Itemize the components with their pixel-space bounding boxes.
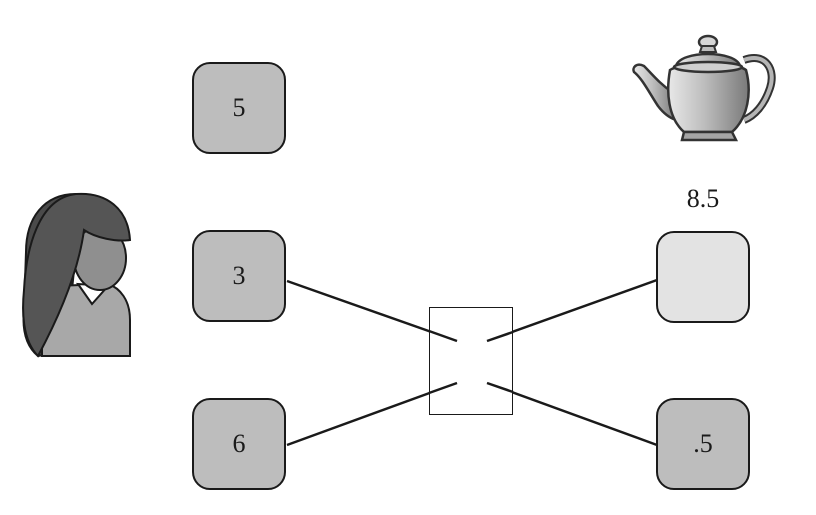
line-bottom-right — [486, 381, 658, 447]
center-square — [429, 307, 513, 415]
person-icon — [22, 192, 132, 358]
line-mid-right — [486, 278, 658, 343]
box-top-left: 5 — [192, 62, 286, 154]
label-above-mid-right: 8.5 — [686, 184, 720, 213]
box-bottom-right: .5 — [656, 398, 750, 490]
box-mid-right — [656, 231, 750, 323]
teapot-icon — [632, 34, 776, 142]
box-mid-left: 3 — [192, 230, 286, 322]
box-bottom-left: 6 — [192, 398, 286, 490]
line-bottom-left — [286, 381, 458, 447]
line-mid-left — [286, 279, 458, 343]
